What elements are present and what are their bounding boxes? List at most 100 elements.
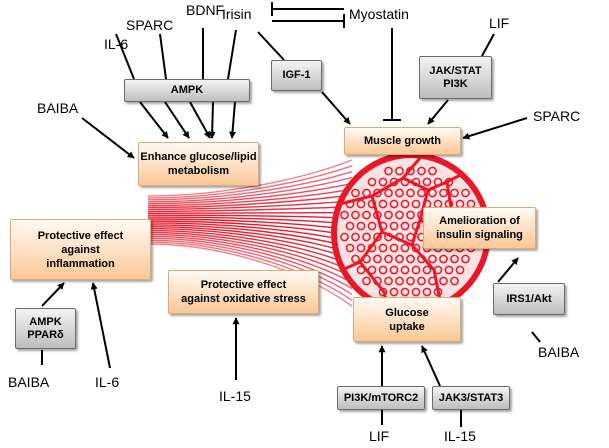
- muscle-fiber: [147, 214, 353, 220]
- fiber-dot: [389, 265, 399, 275]
- pathway-jakstat-pi3k: JAK/STAT PI3K: [419, 56, 492, 99]
- fiber-dot: [367, 221, 377, 231]
- effect-oxidative-line1: Protective effect: [200, 279, 287, 291]
- label-myostatin: Myostatin: [349, 6, 409, 22]
- muscle-fiber: [147, 226, 353, 255]
- label-sparc-top: SPARC: [126, 17, 174, 33]
- fiber-dot: [367, 265, 377, 275]
- fiber-dot: [356, 221, 366, 231]
- fiber-dot: [395, 188, 404, 198]
- label-lif-bottom: LIF: [369, 428, 390, 444]
- muscle-fiber: [147, 227, 353, 260]
- pathway-jakstat-line2: PI3K: [443, 77, 468, 90]
- label-baiba-right: BAIBA: [538, 344, 580, 360]
- fiber-dot: [395, 210, 404, 220]
- fiber-dot: [362, 276, 371, 286]
- effect-oxidative-line2: against oxidative stress: [181, 293, 306, 305]
- muscle-fiber: [147, 239, 353, 295]
- pathway-ampk-ppar-line2: PPARδ: [27, 328, 64, 341]
- fiber-dot: [417, 188, 426, 198]
- muscle-fiber: [147, 231, 353, 272]
- fiber-dot: [395, 166, 404, 176]
- fiber-dot: [406, 254, 415, 264]
- label-irisin: Irisin: [222, 6, 252, 22]
- muscle-fiber: [147, 229, 353, 266]
- fiber-dot: [417, 276, 426, 286]
- label-il6-top: IL-6: [104, 36, 129, 52]
- fiber-dot: [340, 210, 349, 220]
- fiber-dot: [356, 243, 366, 253]
- label-il15-center: IL-15: [219, 388, 251, 404]
- inhibition-lines: [271, 2, 401, 121]
- fiber-dot: [395, 254, 404, 264]
- fiber-dot: [428, 166, 437, 176]
- fiber-dot: [389, 243, 399, 253]
- effect-glucose-uptake-line2: uptake: [389, 320, 425, 333]
- fiber-dot: [351, 188, 360, 198]
- fiber-dot: [411, 199, 421, 209]
- effect-glucose-uptake: Glucose uptake: [353, 297, 461, 342]
- muscle-fiber: [147, 194, 353, 209]
- effect-inflammation-line1: Protective effect: [37, 229, 124, 242]
- fiber-dot: [439, 188, 448, 198]
- pathway-pi3k-mtorc2: PI3K/mTORC2: [337, 386, 425, 410]
- effect-glucose-uptake-line1: Glucose: [385, 306, 429, 319]
- fiber-dot: [351, 232, 360, 242]
- effect-oxidative-stress: Protective effect against oxidative stre…: [168, 270, 319, 314]
- pathway-pi3k-label: PI3K/mTORC2: [343, 391, 419, 404]
- fiber-dot: [450, 188, 459, 198]
- fiber-dot: [351, 210, 360, 220]
- fiber-dot: [406, 210, 415, 220]
- label-bdnf: BDNF: [186, 2, 225, 18]
- fiber-dot: [461, 188, 470, 198]
- muscle-fiber: [147, 206, 353, 213]
- fiber-dot: [422, 177, 432, 187]
- fiber-dot: [450, 254, 459, 264]
- pathway-ampk-ppar-line1: AMPK: [29, 315, 62, 328]
- fiber-dot: [384, 276, 393, 286]
- effect-glucose-lipid-line2: metabolism: [167, 165, 230, 177]
- fiber-dot: [461, 254, 470, 264]
- effect-glucose-lipid: Enhance glucose/lipid metabolism: [138, 142, 259, 186]
- fiber-dot: [378, 199, 388, 209]
- arrows: [41, 28, 541, 427]
- muscle-fiber: [147, 176, 353, 203]
- muscle-fiber: [147, 188, 353, 207]
- fiber-dot: [367, 177, 377, 187]
- label-baiba-left: BAIBA: [37, 100, 79, 116]
- pathway-ampk-ppar: AMPK PPARδ: [15, 308, 76, 349]
- fiber-dot: [362, 232, 371, 242]
- fiber-dot: [389, 287, 399, 297]
- fiber-dot: [406, 188, 415, 198]
- muscle-fiber: [147, 165, 353, 199]
- fiber-dot: [373, 254, 382, 264]
- fiber-dot: [455, 265, 465, 275]
- label-sparc-right: SPARC: [533, 108, 581, 124]
- muscle-fiber: [147, 243, 353, 307]
- muscle-fiber: [147, 233, 353, 278]
- fiber-dot: [422, 287, 432, 297]
- fiber-dot: [411, 265, 421, 275]
- muscle-fiber: [147, 235, 353, 284]
- fiber-dot: [444, 265, 454, 275]
- pathway-ampk: AMPK: [124, 79, 250, 102]
- fiber-dot: [417, 166, 426, 176]
- muscle-fiber: [147, 200, 353, 211]
- fiber-dot: [389, 199, 399, 209]
- effect-inflammation-line3: inflammation: [46, 257, 115, 270]
- fiber-dot: [345, 243, 355, 253]
- fiber-dot: [378, 265, 388, 275]
- fiber-dot: [340, 232, 349, 242]
- pathway-jak3-stat3: JAK3/STAT3: [432, 386, 510, 410]
- pathway-igf1-label: IGF-1: [282, 69, 311, 81]
- effect-insulin-line1: Amelioration of: [439, 215, 520, 227]
- fiber-dot: [345, 221, 355, 231]
- muscle-fiber: [147, 182, 353, 205]
- fiber-dot: [395, 276, 404, 286]
- muscle-fiber: [147, 171, 353, 201]
- label-il6-bottom: IL-6: [95, 374, 120, 390]
- muscle-fiber: [147, 237, 353, 290]
- label-lif-top: LIF: [489, 15, 510, 31]
- pathway-irs1-label: IRS1/Akt: [506, 292, 552, 305]
